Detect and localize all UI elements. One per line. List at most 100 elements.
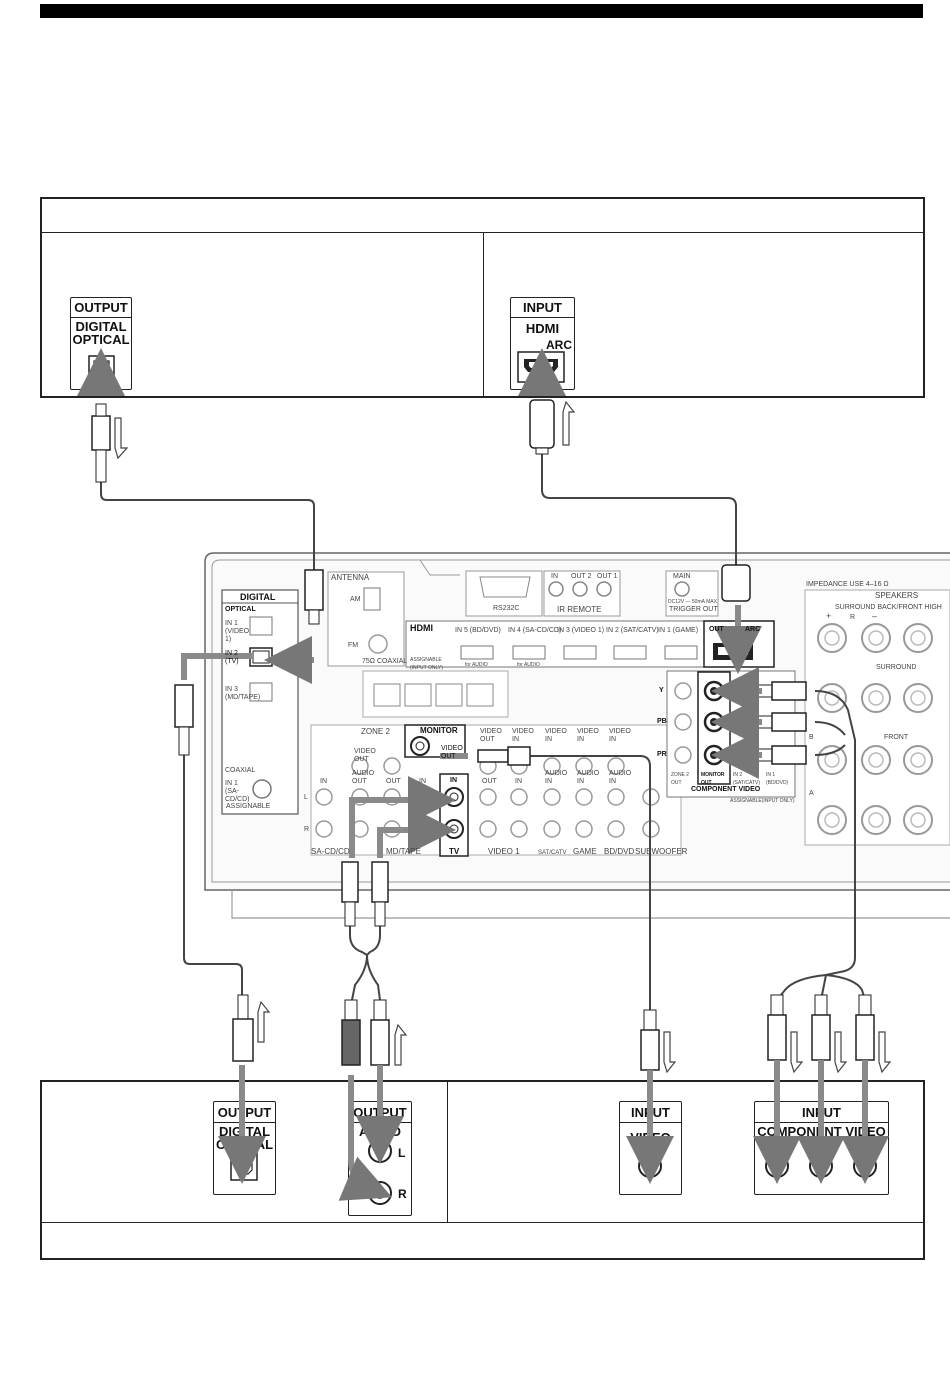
coaxial-in1-label: IN 1 (SA-CD/CD) [225,780,250,803]
optical-in3-label: IN 3 (MD/TAPE) [225,686,261,701]
ir-in-label: IN [551,573,558,580]
audio-plugs-device [341,999,390,1066]
signal-flow-arrows [77,348,889,1201]
front-label: FRONT [884,734,909,741]
video1-video-in: VIDEO IN [512,728,534,743]
ir-remote-label: IR REMOTE [557,605,602,614]
hdmi-arc-label: ARC [745,626,761,633]
optical-plug-receiver-top [304,569,324,625]
jack-header: OUTPUT [74,300,128,315]
jack-header: INPUT [523,300,562,315]
satcatv-label: SAT/CATV [538,850,567,856]
comp-pb-label: PB [657,718,667,725]
ir-out2-label: OUT 2 [571,573,592,580]
audio-plugs-receiver [341,861,389,927]
sat-video-in: VIDEO IN [545,728,567,743]
jack-header-line [511,317,574,318]
jack-label: OPTICAL [72,332,130,347]
jack-label: HDMI [525,321,560,336]
rs232c-label: RS232C [493,605,520,612]
top-box-center-divider [483,233,484,397]
comp-in1-label: IN 1 (BD/DVD) [766,772,789,786]
ir-out1-label: OUT 1 [597,573,618,580]
bottom-box-divider [41,1222,923,1223]
fm-coax-label: 75Ω COAXIAL [362,658,408,665]
bddvd-label: BD/DVD [604,847,635,856]
speaker-a-label: A [809,790,814,797]
audio-r-label: R [398,1187,407,1201]
digital-header: DIGITAL [240,592,276,602]
optical-in1-label: IN 1 (VIDEO 1) [225,620,250,643]
comp-monitor-out-label: MONITOR OUT [701,772,725,786]
hdmi-for-audio-label: for AUDIO [517,662,540,668]
top-box-divider [41,232,923,233]
hdmi-in3-label: IN 3 (VIDEO 1) [557,627,605,634]
hdmi-cable [541,452,737,565]
video-cable [530,755,651,1010]
audio-cable [349,925,381,1001]
tv-in: IN [450,777,457,784]
video-plug-device [640,1009,660,1071]
speakers-label: SPEAKERS [875,591,919,600]
header-bar [40,4,923,18]
video1-audio-out: OUT [482,778,497,785]
comp-pr-label: PR [657,751,667,758]
component-plugs-receiver [757,681,807,765]
bd-video-in: VIDEO IN [609,728,631,743]
sat-audio-in: AUDIO IN [545,770,568,785]
video-plug-receiver [477,746,531,766]
video1-label: VIDEO 1 [488,847,520,856]
hdmi-plug-top [529,399,555,455]
jack-header-line [71,317,131,318]
speaker-b-label: B [809,734,814,741]
bottom-box-center-divider [447,1081,448,1222]
hdmi-in5-label: IN 5 (BD/DVD) [455,627,501,634]
video1-audio-in: IN [515,778,522,785]
component-cable [776,690,866,1001]
optical-cable-top [100,480,315,570]
optical-label: OPTICAL [225,606,256,613]
mdtape-label: MD/TAPE [386,847,421,856]
sacd-l: L [304,794,308,801]
sacd-in: IN [320,778,327,785]
trigger-out-label: TRIGGER OUT [669,606,718,613]
speaker-minus-label: – [872,611,878,621]
mdtape-in: IN [419,778,426,785]
game-video-in: VIDEO IN [577,728,599,743]
surround-label: SURROUND [876,664,917,671]
bd-audio-in: AUDIO IN [609,770,632,785]
hdmi-in1-label: IN 1 (GAME) [658,627,699,634]
sacd-r: R [304,826,310,833]
bottom-audio-r-port [368,1181,392,1205]
impedance-label: IMPEDANCE USE 4–16 Ω [806,581,889,588]
game-audio-in: AUDIO IN [577,770,600,785]
hdmi-out-label: OUT [709,626,724,633]
zone2-audio-out: AUDIO OUT [352,770,375,785]
subwoofer-label: SUBWOOFER [635,847,688,856]
zone2-video-out: VIDEO OUT [354,748,376,763]
coaxial-label: COAXIAL [225,767,256,774]
trigger-main-label: MAIN [673,573,691,580]
hdmi-in2-label: IN 2 (SAT/CATV) [606,627,659,634]
jack-label: DIGITAL [75,319,127,334]
optical-plug-top [91,403,111,483]
am-label: AM [350,596,361,603]
hdmi-assignable-label: ASSIGNABLE (INPUT ONLY) [410,657,443,671]
video1-video-out: VIDEO OUT [480,728,502,743]
bottom-audio-l-port [368,1139,392,1163]
top-device-box [40,197,925,398]
comp-zone2-out-label: ZONE 2 OUT [671,772,690,786]
surround-back-label: SURROUND BACK/FRONT HIGH [835,604,942,611]
optical-cable-bottom [183,705,243,1000]
tv-label: TV [449,847,460,856]
game-label: GAME [573,847,597,856]
fm-label: FM [348,642,359,649]
hdmi-header: HDMI [410,623,433,633]
assignable-label: ASSIGNABLE [226,803,271,810]
direction-arrow-icons [114,400,892,1074]
comp-in2-label: IN 2 (SAT/CATV) [733,772,761,786]
mdtape-out: OUT [386,778,401,785]
zone2-label: ZONE 2 [361,727,390,736]
comp-assignable-label: ASSIGNABLE(INPUT ONLY) [730,798,795,804]
